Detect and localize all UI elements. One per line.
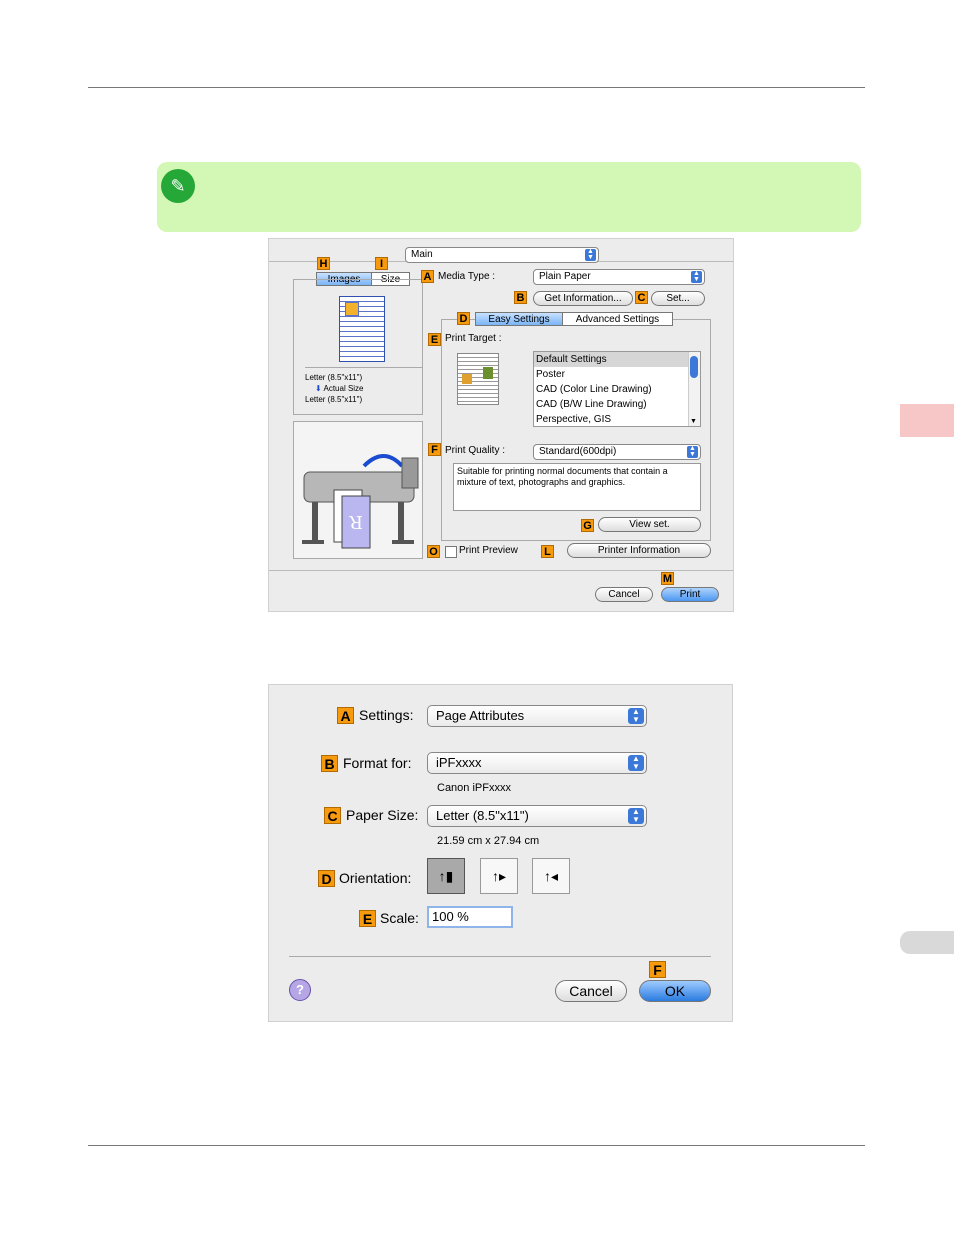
list-item[interactable]: CAD (B/W Line Drawing) — [536, 399, 647, 410]
orientation-portrait-icon[interactable]: ↑▮ — [427, 858, 465, 894]
print-preview-checkbox[interactable] — [445, 546, 457, 558]
footer-rule — [88, 1145, 865, 1146]
tag-b2: B — [321, 755, 338, 772]
popup-arrows-icon: ▲▼ — [628, 808, 644, 824]
paper-size-label: Paper Size: — [346, 807, 419, 823]
print-preview-label: Print Preview — [459, 545, 518, 556]
popup-arrows-icon: ▲▼ — [691, 270, 702, 283]
tag-a2: A — [337, 707, 354, 724]
tag-e: E — [428, 333, 441, 346]
print-target-list[interactable]: Default Settings Poster CAD (Color Line … — [533, 351, 701, 427]
list-item[interactable]: Perspective, GIS — [536, 414, 612, 425]
tag-f2: F — [649, 961, 666, 978]
popup-arrows-icon: ▲▼ — [687, 445, 698, 458]
tag-g: G — [581, 519, 594, 532]
footer-divider — [269, 570, 733, 571]
media-type-label: Media Type : — [438, 271, 496, 282]
tag-d: D — [457, 312, 470, 325]
orientation-label: Orientation: — [339, 870, 412, 886]
thumbnail-photo-icon — [462, 374, 472, 384]
tag-i: I — [375, 257, 388, 270]
list-item[interactable]: Default Settings — [534, 352, 700, 367]
help-icon[interactable]: ? — [289, 979, 311, 1001]
preview-panel — [293, 279, 423, 415]
print-quality-popup[interactable]: Standard(600dpi)▲▼ — [533, 444, 701, 460]
image-thumbnail-icon — [345, 302, 359, 316]
svg-text:R: R — [349, 511, 363, 532]
settings-label: Settings: — [359, 707, 414, 723]
tag-d2: D — [318, 870, 335, 887]
note-box — [157, 162, 861, 232]
tag-l: L — [541, 545, 554, 558]
footer-divider — [289, 956, 711, 957]
set-button[interactable]: Set... — [651, 291, 705, 306]
printer-information-button[interactable]: Printer Information — [567, 543, 711, 558]
tag-a: A — [421, 270, 434, 283]
tag-b: B — [514, 291, 527, 304]
paper-size-popup[interactable]: Letter (8.5"x11")▲▼ — [427, 805, 647, 827]
scroll-thumb[interactable] — [690, 356, 698, 378]
print-dialog: Main▲▼ H I Images Size Letter (8.5"x11")… — [268, 238, 734, 612]
tag-o: O — [427, 545, 440, 558]
print-target-label: Print Target : — [445, 333, 502, 344]
size-line2: ⬇ Actual Size — [315, 384, 364, 393]
tab-easy-settings[interactable]: Easy Settings — [475, 312, 563, 326]
ok-button[interactable]: OK — [639, 980, 711, 1002]
page-setup-dialog: A Settings: Page Attributes▲▼ B Format f… — [268, 684, 733, 1022]
paper-size-sub: 21.59 cm x 27.94 cm — [437, 835, 540, 847]
tag-h: H — [317, 257, 330, 270]
print-button[interactable]: Print — [661, 587, 719, 602]
scale-label: Scale: — [380, 910, 419, 926]
get-information-button[interactable]: Get Information... — [533, 291, 633, 306]
cancel-button[interactable]: Cancel — [595, 587, 653, 602]
printer-illustration: R — [293, 421, 423, 559]
cancel-button[interactable]: Cancel — [555, 980, 627, 1002]
scale-input[interactable]: 100 % — [427, 906, 513, 928]
main-popup[interactable]: Main▲▼ — [405, 247, 599, 263]
thumbnail-photo-icon-2 — [483, 367, 493, 379]
thumbnail-underline — [305, 367, 423, 368]
scroll-down-icon[interactable]: ▼ — [690, 418, 697, 425]
list-item[interactable]: Poster — [536, 369, 565, 380]
side-chapter-tab — [900, 404, 954, 437]
format-label: Format for: — [343, 755, 412, 771]
settings-popup[interactable]: Page Attributes▲▼ — [427, 705, 647, 727]
popup-arrows-icon: ▲▼ — [585, 248, 596, 261]
printer-icon: R — [302, 454, 419, 549]
orientation-landscape-right-icon[interactable]: ↑◂ — [532, 858, 570, 894]
popup-arrows-icon: ▲▼ — [628, 755, 644, 771]
media-type-popup[interactable]: Plain Paper▲▼ — [533, 269, 705, 285]
size-line1: Letter (8.5"x11") — [305, 373, 363, 382]
tab-advanced-settings[interactable]: Advanced Settings — [562, 312, 673, 326]
tag-c: C — [635, 291, 648, 304]
format-popup[interactable]: iPFxxxx▲▼ — [427, 752, 647, 774]
format-sub: Canon iPFxxxx — [437, 782, 511, 794]
arrow-down-icon: ⬇ — [315, 384, 322, 393]
list-scrollbar[interactable]: ▼ — [688, 352, 700, 426]
pencil-icon: ✎ — [161, 169, 195, 203]
quality-description: Suitable for printing normal documents t… — [453, 463, 701, 511]
tag-e2: E — [359, 910, 376, 927]
list-item[interactable]: CAD (Color Line Drawing) — [536, 384, 652, 395]
orientation-landscape-left-icon[interactable]: ↑▸ — [480, 858, 518, 894]
tag-m: M — [661, 572, 674, 585]
side-index-tab — [900, 931, 954, 954]
tag-c2: C — [324, 807, 341, 824]
tag-f: F — [428, 443, 441, 456]
size-line3: Letter (8.5"x11") — [305, 395, 363, 404]
popup-arrows-icon: ▲▼ — [628, 708, 644, 724]
print-quality-label: Print Quality : — [445, 445, 506, 456]
header-rule — [88, 87, 865, 88]
view-set-button[interactable]: View set. — [598, 517, 701, 532]
